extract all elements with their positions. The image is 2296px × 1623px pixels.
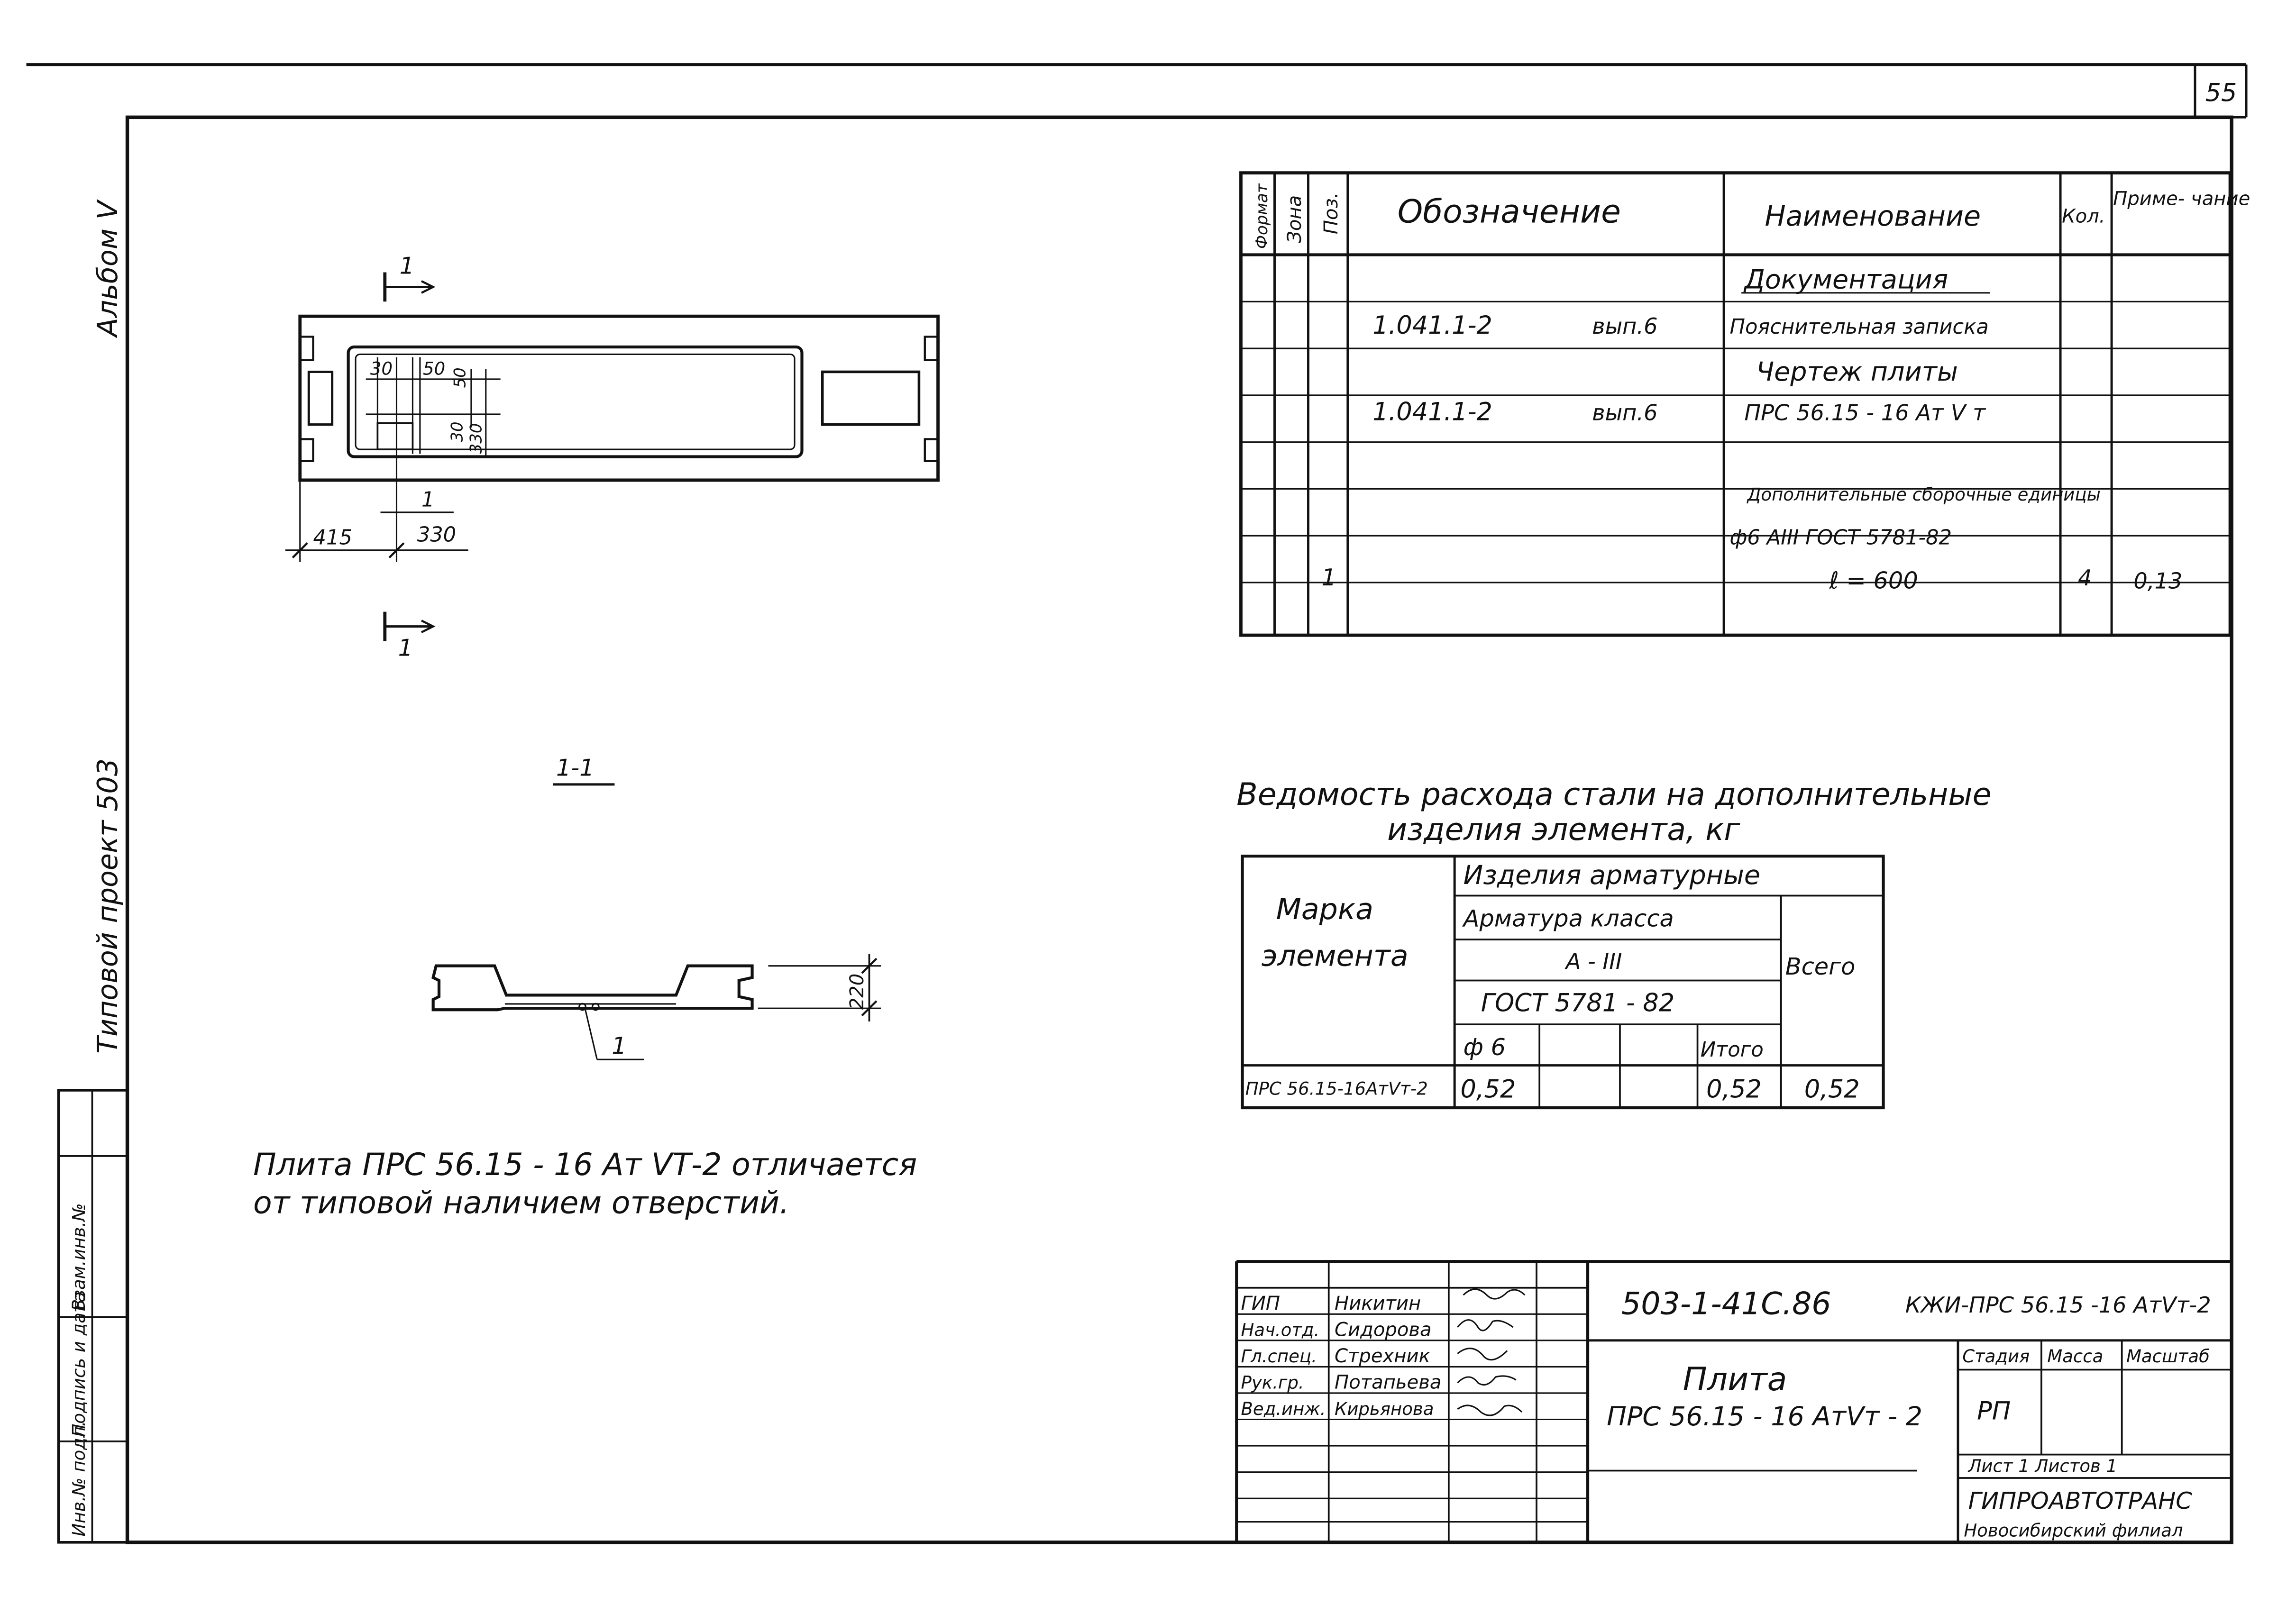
- spec-row-7-qty: 4: [2078, 565, 2092, 591]
- stage-header: Стадия: [1962, 1346, 2030, 1367]
- title-name-line-1: Плита: [1683, 1361, 1787, 1398]
- steel-mark-header: Марка элемента: [1262, 892, 1409, 973]
- sheet-frame: [26, 63, 2248, 1544]
- spec-header-zone: Зона: [1284, 195, 1306, 243]
- spec-row-7-pos: 1: [1321, 564, 1336, 591]
- org-line-1: ГИПРОАВТОТРАНС: [1968, 1487, 2193, 1514]
- staff-2-name: Стрехник: [1335, 1345, 1430, 1367]
- spec-row-7-name: ℓ = 600: [1829, 566, 1918, 594]
- spec-header-format: Формат: [1253, 183, 1271, 249]
- steel-title-line-2: изделия элемента, кг: [1387, 812, 1740, 848]
- section-view: [431, 954, 881, 1060]
- steel-group-header: Изделия арматурные: [1464, 860, 1760, 891]
- staff-3-role: Рук.гр.: [1241, 1373, 1304, 1393]
- staff-1-role: Нач.отд.: [1241, 1320, 1320, 1340]
- spec-row-2-name: Чертеж плиты: [1756, 356, 1958, 387]
- spec-header-designation: Обозначение: [1398, 193, 1621, 231]
- stage-value: РП: [1977, 1397, 2011, 1426]
- steel-table-grid: [1241, 855, 1885, 1110]
- steel-class: А - III: [1564, 948, 1622, 974]
- spec-row-1-name: Пояснительная записка: [1729, 315, 1988, 339]
- signatures: [1457, 1288, 1526, 1416]
- plan-dim-330-bottom: 330: [417, 523, 456, 547]
- steel-sub-header: Арматура класса: [1462, 904, 1674, 932]
- staff-2-role: Гл.спец.: [1241, 1346, 1317, 1367]
- spec-row-7-note: 0,13: [2133, 568, 2182, 593]
- org-line-2: Новосибирский филиал: [1964, 1520, 2183, 1541]
- steel-row-total: 0,52: [1804, 1075, 1860, 1103]
- plan-dim-50-b: 50: [451, 367, 470, 388]
- steel-row-itogo: 0,52: [1706, 1075, 1762, 1103]
- title-name-line-2: ПРС 56.15 - 16 АтVт - 2: [1607, 1401, 1922, 1432]
- spec-row-6-name: ф6 АIII ГОСТ 5781-82: [1729, 526, 1952, 550]
- steel-row-phi6: 0,52: [1461, 1075, 1516, 1103]
- staff-3-name: Потапьева: [1335, 1372, 1441, 1394]
- title-block-grid: [1235, 1260, 2232, 1544]
- sheet-count-line: Лист 1 Листов 1: [1967, 1456, 2118, 1477]
- plan-dim-50-a: 50: [423, 359, 445, 379]
- spec-row-3-designation: 1.041.1-2: [1372, 397, 1492, 426]
- spec-row-0-name: Документация: [1743, 264, 1948, 295]
- steel-gost: ГОСТ 5781 - 82: [1481, 988, 1674, 1017]
- spec-table-grid: [1239, 171, 2232, 637]
- spec-row-3-ext: вып.6: [1592, 400, 1657, 425]
- title-sheet-code: КЖИ-ПРС 56.15 -16 АтVт-2: [1905, 1292, 2211, 1318]
- steel-title-line-1: Ведомость расхода стали на дополнительны…: [1236, 777, 1991, 812]
- stamp-replace-label: Взам.инв.№: [69, 1203, 89, 1311]
- album-label: Альбом V: [91, 199, 124, 338]
- mass-header: Масса: [2047, 1346, 2103, 1367]
- plan-dim-330-side: 330: [467, 423, 486, 454]
- note-line-1: Плита ПРС 56.15 - 16 Ат VТ-2 отличается: [253, 1147, 917, 1183]
- staff-4-role: Вед.инж.: [1241, 1399, 1326, 1419]
- steel-col-itogo: Итого: [1701, 1038, 1764, 1062]
- stamp-inv-label: Инв.№ подл.: [69, 1421, 89, 1537]
- sheet-number: 55: [2205, 78, 2237, 107]
- section-label: 1-1: [556, 754, 595, 781]
- plan-dim-30-a: 30: [370, 359, 393, 379]
- section-position-mark: 1: [612, 1032, 626, 1059]
- project-label: Типовой проект 503: [91, 758, 124, 1054]
- spec-row-3-name: ПРС 56.15 - 16 Ат V т: [1744, 400, 1986, 425]
- scale-header: Масштаб: [2126, 1346, 2210, 1367]
- plan-position-mark: 1: [421, 488, 434, 511]
- spec-row-1-ext: вып.6: [1592, 313, 1657, 339]
- note-line-2: от типовой наличием отверстий.: [253, 1185, 789, 1221]
- spec-row-5-name: Дополнительные сборочные единицы: [1746, 484, 2100, 505]
- plan-section-mark-bottom: 1: [398, 634, 413, 661]
- plan-dim-415: 415: [313, 526, 352, 550]
- plan-dim-30-b: 30: [448, 421, 467, 442]
- staff-0-role: ГИП: [1241, 1293, 1281, 1314]
- spec-header-qty: Кол.: [2062, 206, 2105, 228]
- spec-header-name: Наименование: [1765, 200, 1981, 232]
- left-stamp: [57, 1089, 129, 1544]
- spec-header-pos: Поз.: [1320, 192, 1342, 235]
- staff-0-name: Никитин: [1335, 1293, 1421, 1314]
- plan-view: [285, 272, 940, 641]
- steel-col-phi: ф 6: [1464, 1033, 1506, 1061]
- staff-1-name: Сидорова: [1335, 1319, 1432, 1341]
- spec-row-1-designation: 1.041.1-2: [1372, 311, 1492, 340]
- stamp-sign-label: Подпись и дата: [69, 1292, 89, 1437]
- spec-header-note: Приме- чание: [2113, 188, 2250, 210]
- section-height-dim: 220: [846, 974, 868, 1010]
- steel-col-total: Всего: [1785, 953, 1856, 980]
- title-project-code: 503-1-41С.86: [1621, 1286, 1831, 1322]
- plan-section-mark-top: 1: [400, 252, 414, 280]
- steel-row-mark: ПРС 56.15-16АтVт-2: [1245, 1078, 1428, 1099]
- staff-4-name: Кирьянова: [1335, 1399, 1434, 1419]
